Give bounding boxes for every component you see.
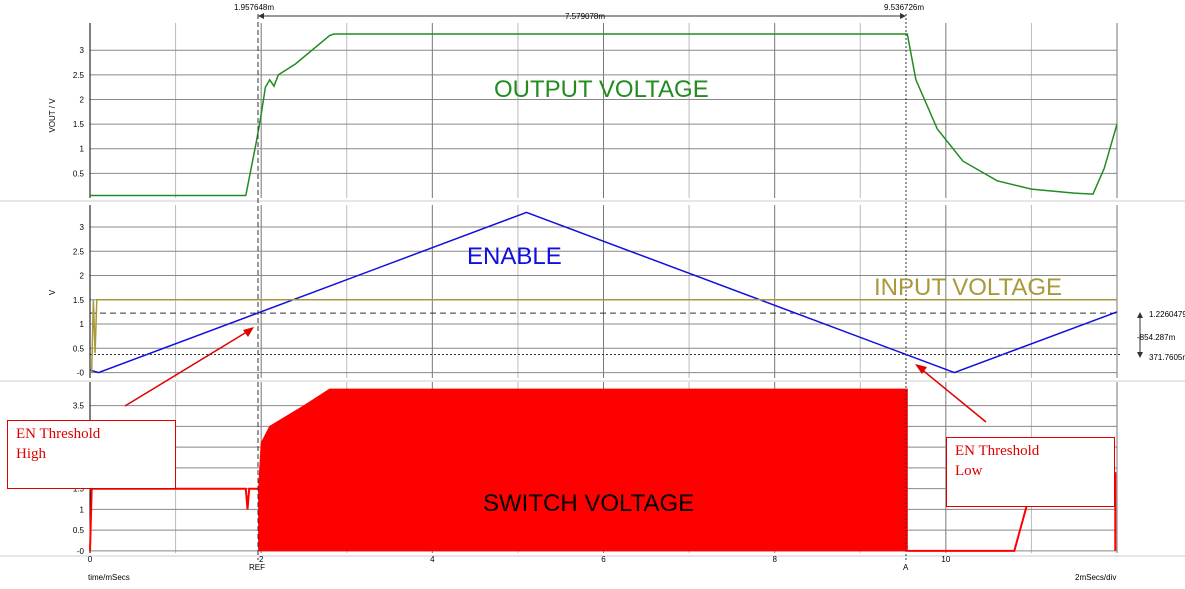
y-tick-label: 1	[80, 505, 85, 514]
x-tick-label: 6	[601, 555, 606, 564]
en-threshold-high-callout: EN Threshold High	[7, 420, 176, 489]
x-tick-label: 10	[941, 555, 950, 564]
y-tick-label: 1.5	[73, 296, 85, 305]
y-tick-label: 0.5	[73, 344, 85, 353]
delta-arrow-left-head	[258, 13, 264, 19]
switch-trace	[89, 487, 259, 551]
y-tick-label: 1.5	[73, 120, 85, 129]
x-axis-label: time/mSecs	[88, 573, 130, 582]
y-cursor-readout-low: 371.7605m	[1149, 353, 1185, 362]
y-tick-label: 2.5	[73, 247, 85, 256]
y-tick-label: 1	[80, 320, 85, 329]
vin-trace	[90, 299, 1117, 373]
delta-arrow-right-head	[900, 13, 906, 19]
y-tick-label: 3	[80, 223, 85, 232]
y-tick-label: 2	[80, 272, 85, 281]
switch-voltage-label: SWITCH VOLTAGE	[483, 490, 695, 517]
enable-label: ENABLE	[467, 243, 562, 270]
vout-trace	[90, 33, 1118, 197]
input-voltage-label: INPUT VOLTAGE	[874, 274, 1062, 301]
callout-high-line1: EN Threshold	[16, 426, 101, 442]
en-threshold-low-callout: EN Threshold Low	[946, 437, 1115, 507]
callout-arrow-high	[124, 327, 254, 407]
callout-low-line1: EN Threshold	[955, 443, 1040, 459]
callout-low-line2: Low	[955, 463, 983, 479]
switch-burst	[258, 388, 908, 552]
y-tick-label: 0.5	[73, 526, 85, 535]
y-tick-label: -0	[77, 547, 85, 556]
y-cursor-readout-delta: -854.287m	[1137, 333, 1176, 342]
ref-cursor-label: REF	[249, 563, 265, 572]
y-tick-label: -0	[77, 369, 85, 378]
y-tick-label: 1.5	[73, 485, 85, 494]
y-cursor-readout-high: 1.2260479	[1149, 310, 1185, 319]
y-axis-label: VOUT / V	[48, 98, 57, 133]
a-cursor-label: A	[903, 563, 909, 572]
y-axis-label: V	[48, 289, 57, 295]
callout-arrow-low	[915, 364, 987, 423]
x-tick-label: 8	[772, 555, 777, 564]
x-axis-scale: 2mSecs/div	[1075, 573, 1116, 582]
x-tick-label: 2	[259, 555, 264, 564]
y-tick-label: 3	[80, 46, 85, 55]
y-tick-label: 3.5	[73, 402, 85, 411]
right-cursor-readout: 9.536726m	[884, 3, 924, 12]
y-tick-label: 1	[80, 145, 85, 154]
y-cursor-bracket-bottom-head	[1137, 352, 1143, 358]
callout-high-line2: High	[16, 446, 46, 462]
output-voltage-label: OUTPUT VOLTAGE	[494, 76, 709, 103]
y-tick-label: 2.5	[73, 71, 85, 80]
left-cursor-readout: 1.957648m	[234, 3, 274, 12]
x-tick-label: 0	[88, 555, 93, 564]
y-cursor-bracket-top-head	[1137, 312, 1143, 318]
y-tick-label: 2	[80, 95, 85, 104]
y-tick-label: 0.5	[73, 169, 85, 178]
enable-trace	[89, 211, 1118, 374]
delta-readout: 7.579078m	[565, 12, 605, 21]
x-tick-label: 4	[430, 555, 435, 564]
